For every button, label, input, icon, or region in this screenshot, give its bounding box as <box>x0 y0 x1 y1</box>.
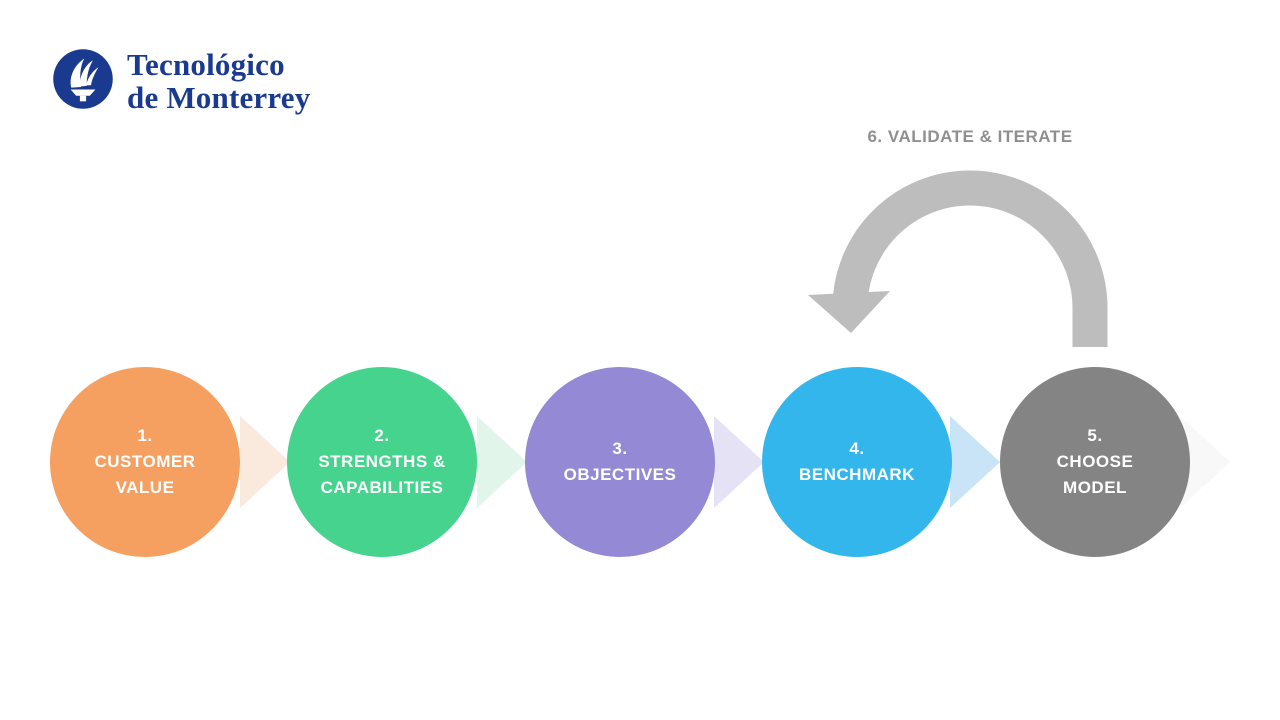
connector-arrow-icon-1 <box>240 416 290 508</box>
loop-arrowhead-icon <box>808 291 890 333</box>
logo-line-2: de Monterrey <box>127 80 311 115</box>
step-number: 2. <box>374 426 390 445</box>
step-text: 5. CHOOSE MODEL <box>1057 423 1134 501</box>
logo-line-1: Tecnológico <box>127 47 285 82</box>
step-label-line1: OBJECTIVES <box>563 465 677 484</box>
step-label-line1: CHOOSE <box>1056 452 1134 471</box>
step-circle-objectives: 3. OBJECTIVES <box>525 367 715 557</box>
tec-de-monterrey-logo: Tecnológico de Monterrey <box>52 48 310 114</box>
validate-iterate-label: 6. VALIDATE & ITERATE <box>867 127 1073 146</box>
step-label-line2: VALUE <box>115 478 175 497</box>
logo-wordmark: Tecnológico de Monterrey <box>127 48 310 114</box>
step-number: 3. <box>612 439 628 458</box>
connector-arrow-icon-5 <box>1180 416 1230 508</box>
connector-arrow-icon-4 <box>950 416 1000 508</box>
step-text: 4. BENCHMARK <box>799 436 915 488</box>
step-circle-customer-value: 1. CUSTOMER VALUE <box>50 367 240 557</box>
step-text: 2. STRENGTHS & CAPABILITIES <box>318 423 445 501</box>
step-circle-choose-model: 5. CHOOSE MODEL <box>1000 367 1190 557</box>
step-text: 3. OBJECTIVES <box>564 436 677 488</box>
tec-flame-icon <box>53 49 113 109</box>
connector-arrow-icon-3 <box>714 416 764 508</box>
step-circle-benchmark: 4. BENCHMARK <box>762 367 952 557</box>
step-number: 1. <box>137 426 153 445</box>
step-label-line2: CAPABILITIES <box>320 478 444 497</box>
step-number: 4. <box>849 439 865 458</box>
step-label-line1: BENCHMARK <box>799 465 915 484</box>
step-number: 5. <box>1087 426 1103 445</box>
step-circle-strengths-capabilities: 2. STRENGTHS & CAPABILITIES <box>287 367 477 557</box>
step-label-line1: STRENGTHS & <box>318 452 446 471</box>
connector-arrow-icon-2 <box>477 416 527 508</box>
step-text: 1. CUSTOMER VALUE <box>95 423 196 501</box>
step-label-line1: CUSTOMER <box>94 452 196 471</box>
validate-iterate-loop-arrow <box>808 170 1108 347</box>
step-label-line2: MODEL <box>1063 478 1127 497</box>
